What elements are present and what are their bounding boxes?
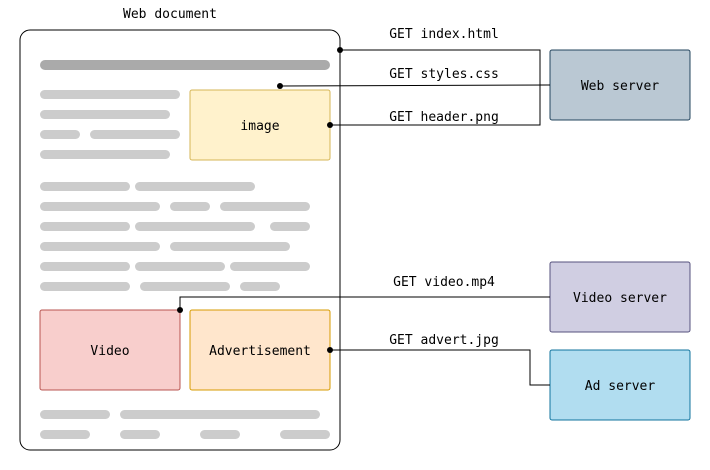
- ad-server-label: Ad server: [585, 379, 656, 394]
- endpoint-dot-video: [177, 307, 183, 313]
- skeleton-lines-bottom: [40, 410, 330, 439]
- connector-styles: [279, 84, 551, 87]
- request-label-header: GET header.png: [389, 110, 499, 125]
- request-label-styles: GET styles.css: [389, 67, 499, 82]
- request-label-advert: GET advert.jpg: [389, 333, 499, 348]
- skeleton-lines-top: [40, 90, 180, 159]
- header-bar: [40, 60, 330, 70]
- video-server-label: Video server: [573, 291, 667, 306]
- endpoint-dot-index: [337, 47, 343, 53]
- endpoint-dot-styles: [277, 83, 283, 89]
- video-block: [39, 309, 181, 391]
- endpoint-dot-advert: [327, 347, 333, 353]
- advertisement-block-label: Advertisement: [209, 344, 311, 359]
- web-server-label: Web server: [581, 79, 659, 94]
- document-title: Web document: [123, 7, 217, 22]
- connector-index-header: [330, 49, 541, 126]
- video-block-label: Video: [90, 344, 129, 359]
- skeleton-lines-middle: [40, 182, 310, 291]
- connector-advert: [330, 349, 550, 386]
- request-label-index: GET index.html: [389, 27, 499, 42]
- endpoint-dot-header: [327, 122, 333, 128]
- request-label-video: GET video.mp4: [393, 275, 495, 290]
- image-block-label: image: [240, 119, 279, 134]
- connector-video: [179, 296, 550, 310]
